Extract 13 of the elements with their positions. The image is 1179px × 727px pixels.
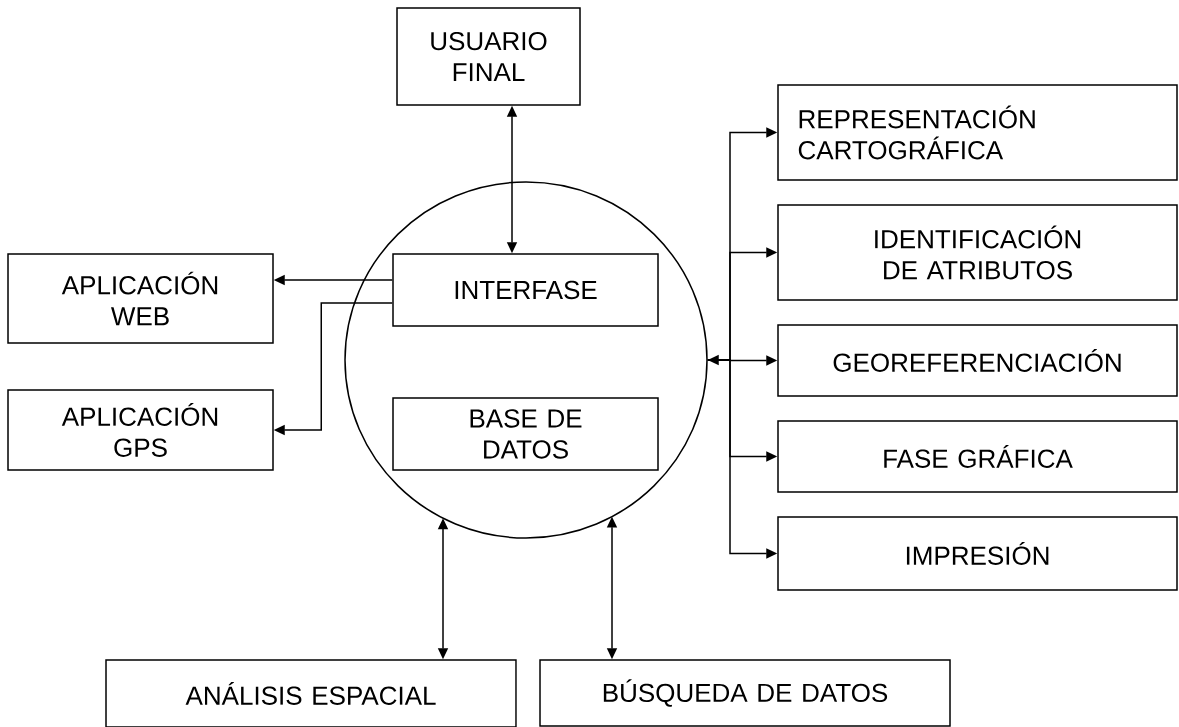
process-box: REPRESENTACIÓN CARTOGRÁFICA bbox=[777, 84, 1178, 181]
process-box: ANÁLISIS ESPACIAL bbox=[105, 659, 517, 727]
process-box: APLICACIÓN WEB bbox=[7, 253, 274, 344]
process-box: USUARIO FINAL bbox=[396, 7, 581, 106]
process-box: FASE GRÁFICA bbox=[777, 420, 1178, 493]
process-box: IMPRESIÓN bbox=[777, 516, 1178, 591]
system-circle bbox=[344, 181, 708, 539]
process-box: BÚSQUEDA DE DATOS bbox=[539, 659, 951, 727]
process-box: APLICACIÓN GPS bbox=[7, 389, 274, 471]
process-box: INTERFASE bbox=[392, 253, 659, 327]
process-box: GEOREFERENCIACIÓN bbox=[777, 324, 1178, 397]
process-box: IDENTIFICACIÓN DE ATRIBUTOS bbox=[777, 204, 1178, 301]
process-box: BASE DE DATOS bbox=[392, 397, 659, 471]
